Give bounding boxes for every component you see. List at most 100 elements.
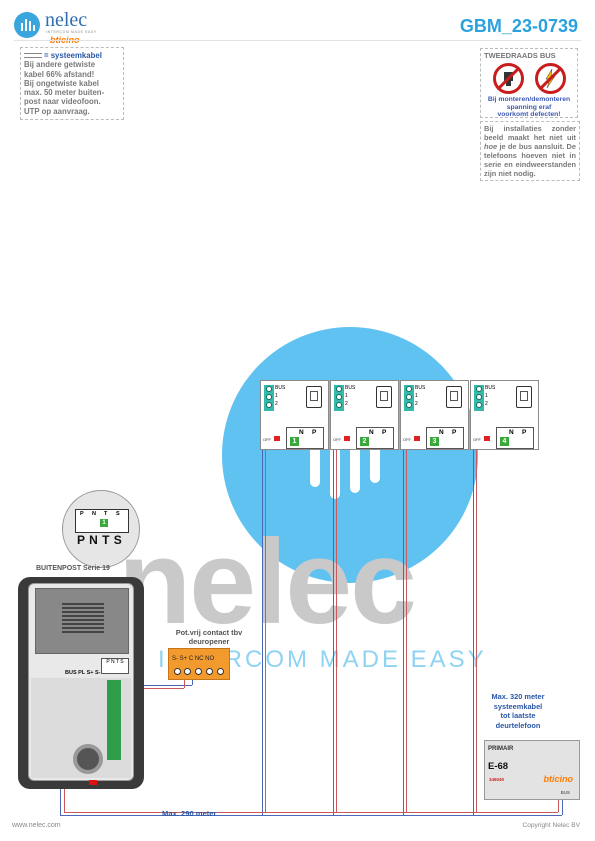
cable-note-line: max. 50 meter buiten- (24, 88, 105, 98)
np-label: N (369, 429, 374, 436)
bus-wire (406, 450, 407, 813)
max290-note: Max. 290 meter (162, 809, 217, 818)
off-switch (484, 436, 490, 441)
handset-number: 1 (290, 437, 299, 446)
terminal-label: 1 (415, 393, 418, 399)
bus-wire (60, 815, 562, 816)
np-block: N P 4 (496, 427, 534, 449)
brand-tagline: INTERCOM MADE EASY (46, 30, 97, 34)
terminal-label: 1 (485, 393, 488, 399)
np-block: N P 2 (356, 427, 394, 449)
power-supply: PRIMAIR E-68 346040 bticino BUS (484, 740, 580, 800)
relay-title: Pot.vrij contact tbv deuropener (175, 628, 243, 646)
speaker-panel (35, 588, 129, 654)
screw-terminal-icon (217, 668, 224, 675)
relay-module: S- S+ C NC NO (168, 648, 230, 680)
bus-box-title: TWEEDRAADS BUS (484, 51, 556, 60)
cable-note: = systeemkabel Bij andere getwiste kabel… (20, 47, 124, 121)
terminal-label: 1 (275, 393, 278, 399)
warning-line: spanning eraf (506, 103, 552, 111)
speaker-grille-icon (62, 603, 104, 633)
bus-wire (333, 450, 334, 815)
outdoor-station-title: BUITENPOST Serie 19 (36, 565, 110, 572)
dip-label: T (104, 511, 108, 517)
terminal-zoom: P N T S 1 P N T S (62, 490, 140, 568)
cable-note-line: UTP op aanvraag. (24, 106, 90, 116)
screw-terminal-icon (184, 668, 191, 675)
note-line: tot laatste (500, 711, 536, 721)
dip-label: P (80, 511, 84, 517)
screw-terminal-icon (195, 668, 202, 675)
psu-model: E-68 (488, 761, 509, 772)
handset-1: BUS 1 2 OFF N P 1 (260, 380, 329, 450)
terminal-label: BUS (485, 385, 496, 391)
circuit-board (107, 680, 121, 760)
off-label: OFF (403, 437, 411, 442)
footer-copyright: Copyright Nelec BV (522, 822, 580, 829)
cable-note-line: kabel 66% afstand! (24, 69, 95, 79)
relay-wire (184, 672, 185, 688)
dip-label: N (92, 511, 96, 517)
off-switch (344, 436, 350, 441)
off-switch (274, 436, 280, 441)
screw-terminal-icon (174, 668, 181, 675)
terminal-label: BUS (275, 385, 286, 391)
bus-wire (265, 450, 266, 813)
bus-terminal (334, 385, 344, 411)
np-block: N P 1 (286, 427, 324, 449)
bus-warning-box: TWEEDRAADS BUS Bij monteren/demonteren s… (480, 48, 578, 118)
bus-wire (476, 450, 477, 813)
brand-logo: nelec INTERCOM MADE EASY bticino (14, 9, 134, 45)
call-button-icon (73, 744, 103, 774)
zoom-labels: P N T S (77, 533, 123, 547)
warning-line: Bij monteren/demonteren (487, 96, 571, 103)
np-label: P (522, 429, 527, 436)
note-line: Max. 320 meter (491, 692, 545, 701)
bus-wire (336, 450, 337, 813)
psu-brand: bticino (543, 774, 574, 784)
np-label: N (299, 429, 304, 436)
off-label: OFF (333, 437, 341, 442)
np-block: N P 3 (426, 427, 464, 449)
nelec-logo-icon (14, 12, 40, 38)
handset-icon (376, 386, 392, 408)
terminal-label: 2 (415, 401, 418, 407)
bus-wire (262, 450, 263, 815)
note-line: deurtelefoon (495, 720, 541, 730)
dip-switch: 1 (100, 519, 108, 527)
bus-wire (558, 795, 559, 812)
no-plug-icon (493, 63, 524, 94)
cable-note-line: post naar videofoon. (24, 97, 101, 107)
brand-name: nelec (45, 9, 88, 31)
psu-part-number: 346040 (489, 777, 505, 782)
footer-website[interactable]: www.nelec.com (12, 822, 61, 829)
screw-terminal-icon (206, 668, 213, 675)
handset-icon (306, 386, 322, 408)
off-label: OFF (473, 437, 481, 442)
terminal-label: 2 (485, 401, 488, 407)
np-label: P (312, 429, 317, 436)
handset-icon (516, 386, 532, 408)
bus-wire (64, 812, 558, 813)
note-line: systeemkabel (493, 701, 543, 711)
cable-note-line: Bij ongetwiste kabel (24, 78, 99, 88)
max320-note: Max. 320 meter systeemkabel tot laatste … (470, 692, 566, 730)
handset-2: BUS 1 2 OFF N P 2 (330, 380, 399, 450)
terminal-label: BUS (345, 385, 356, 391)
terminal-label: BUS (415, 385, 426, 391)
document-code: GBM_23-0739 (459, 16, 578, 36)
np-label: N (509, 429, 514, 436)
bus-terminal (474, 385, 484, 411)
bus-wire (562, 795, 563, 815)
np-label: N (439, 429, 444, 436)
warning-line: voorkomt defecten! (497, 111, 561, 118)
outdoor-station: P N T S BUS PL S+ S- (18, 577, 144, 789)
relay-terminals: S- S+ C NC NO (172, 656, 215, 662)
handset-4: BUS 1 2 OFF N P 4 (470, 380, 539, 450)
watermark-circle (222, 327, 478, 583)
dip-block: P N T S 1 (75, 509, 129, 533)
handset-number: 3 (430, 437, 439, 446)
np-label: P (382, 429, 387, 436)
np-label: P (452, 429, 457, 436)
double-wire-icon (24, 53, 42, 59)
